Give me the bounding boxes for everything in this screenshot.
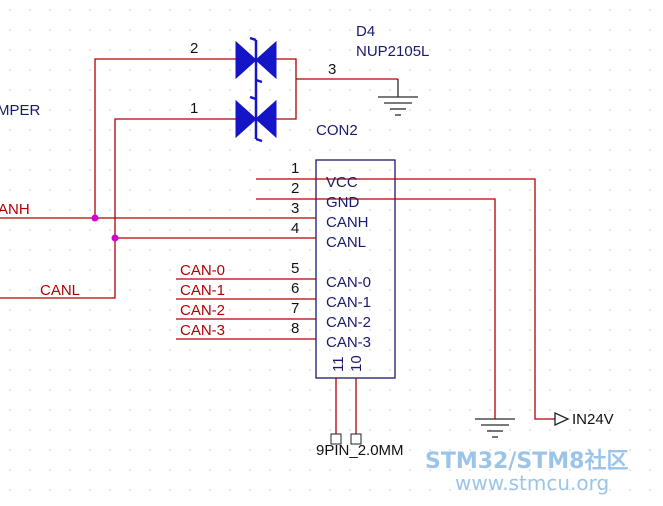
pin-number-2: 2 [291,180,299,197]
pin-name-can0: CAN-0 [326,274,371,291]
watermark-title-a: STM32/STM8 [425,449,584,474]
junction-canl [111,234,119,242]
diode-pin-3: 3 [328,61,336,78]
diode-pin-1: 1 [190,100,198,117]
junction-canh [91,214,99,222]
pin-name-can1: CAN-1 [326,294,371,311]
diode-designator: D4 [356,23,375,40]
net-label-canl-left: CANL [40,282,80,299]
connector-wires [0,178,555,434]
pin-number-5: 5 [291,260,299,277]
net-label-canh-left: ANH [0,201,30,218]
pin-number-7: 7 [291,300,299,317]
tvs-diode-top [235,36,277,84]
diode-wires [94,58,398,238]
pin-name-can3: CAN-3 [326,334,371,351]
pin-stub-11 [330,433,342,445]
left-component-label: MPER [0,102,41,119]
pin-name-gnd: GND [326,194,360,211]
port-in24v [554,411,570,427]
pin-name-canl: CANL [326,234,366,251]
pin-number-6: 6 [291,280,299,297]
pin-stub-10 [350,433,362,445]
net-label-can3: CAN-3 [180,322,225,339]
net-label-can2: CAN-2 [180,302,225,319]
net-label-can0: CAN-0 [180,262,225,279]
bottom-pin-10: 10 [348,355,365,372]
bottom-pin-11: 11 [330,356,347,372]
diode-part-number: NUP2105L [356,43,429,60]
pin-number-4: 4 [291,220,299,237]
pin-number-3: 3 [291,200,299,217]
pin-name-vcc: VCC [326,174,358,191]
diode-pin-2: 2 [190,40,198,57]
ground-symbol-bottom [475,418,515,438]
net-label-can1: CAN-1 [180,282,225,299]
pin-name-canh: CANH [326,214,369,231]
net-label-in24v: IN24V [572,411,614,428]
connector-ref: CON2 [316,122,358,139]
connector-part-number: 9PIN_2.0MM [316,442,404,459]
tvs-diode-bottom [235,95,277,143]
pin-number-8: 8 [291,320,299,337]
watermark-title-b: 社区 [584,448,628,474]
watermark-title: STM32/STM8社区 [425,448,628,474]
watermark-url: www.stmcu.org [455,471,609,495]
pin-number-1: 1 [291,160,299,177]
pin-name-can2: CAN-2 [326,314,371,331]
ground-symbol-top [378,79,418,116]
